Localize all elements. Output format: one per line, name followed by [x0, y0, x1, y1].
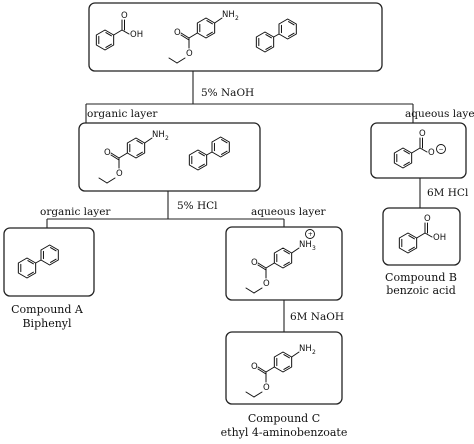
box-organic-1 [78, 122, 261, 192]
box-compound-b [382, 207, 461, 266]
reagent-step4: 6M HCl [427, 187, 469, 199]
svg-text:O: O [251, 258, 258, 268]
box-aqueous-2 [225, 226, 343, 301]
svg-text:O: O [104, 148, 111, 158]
structure-ethyl-aminobenzoate-1: NH 2 O O [168, 10, 239, 64]
structure-biphenyl-a [17, 244, 59, 279]
svg-text:2: 2 [235, 15, 239, 22]
svg-text:O: O [428, 148, 435, 158]
svg-text:O: O [424, 214, 431, 224]
structure-ammonium-ester: NH 3 + O O [245, 229, 316, 294]
svg-text:O: O [186, 49, 193, 59]
structure-benzoate: O O − [393, 129, 446, 169]
structure-benzoic-acid-b: O OH [398, 214, 446, 254]
reagent-step3: 6M NaOH [290, 311, 344, 323]
structure-ethyl-aminobenzoate-c: NH 2 O O [245, 344, 316, 398]
box-aqueous-1 [370, 122, 467, 179]
compound-b-name: benzoic acid [386, 284, 456, 297]
box-mixture [88, 2, 383, 72]
svg-text:O: O [263, 383, 270, 393]
reagent-step1: 5% NaOH [201, 87, 254, 99]
compound-c-name: ethyl 4-aminobenzoate [221, 426, 348, 439]
compound-a-label: Compound A [11, 303, 84, 316]
layer-organic-1: organic layer [87, 108, 158, 120]
svg-text:O: O [121, 11, 128, 21]
structure-biphenyl-1 [255, 18, 297, 53]
svg-text:NH: NH [299, 344, 312, 354]
layer-aqueous-1: aqueous layer [405, 108, 474, 120]
svg-text:2: 2 [165, 135, 169, 142]
compound-c-label: Compound C [248, 412, 320, 425]
svg-text:−: − [439, 146, 444, 153]
svg-text:O: O [174, 28, 181, 38]
layer-aqueous-2: aqueous layer [251, 206, 327, 218]
structure-benzoic-acid-1: O OH [95, 11, 143, 51]
compound-b-label: Compound B [385, 271, 457, 284]
box-compound-c [225, 331, 343, 405]
svg-text:NH: NH [222, 10, 235, 20]
svg-text:O: O [419, 129, 426, 139]
svg-text:3: 3 [312, 245, 316, 252]
svg-text:+: + [308, 231, 313, 238]
reagent-step2: 5% HCl [177, 200, 218, 212]
svg-text:O: O [251, 362, 258, 372]
connectors [46, 71, 421, 332]
structure-ethyl-aminobenzoate-2: NH 2 O O [98, 130, 169, 184]
box-compound-a [3, 227, 95, 297]
svg-text:2: 2 [312, 349, 316, 356]
svg-text:NH: NH [152, 130, 165, 140]
svg-text:NH: NH [299, 240, 312, 250]
svg-text:OH: OH [130, 30, 143, 40]
structure-biphenyl-2 [188, 136, 230, 171]
svg-text:OH: OH [433, 233, 446, 243]
svg-text:O: O [263, 279, 270, 289]
svg-text:O: O [116, 169, 123, 179]
compound-a-name: Biphenyl [22, 317, 72, 330]
layer-organic-2: organic layer [40, 206, 111, 218]
